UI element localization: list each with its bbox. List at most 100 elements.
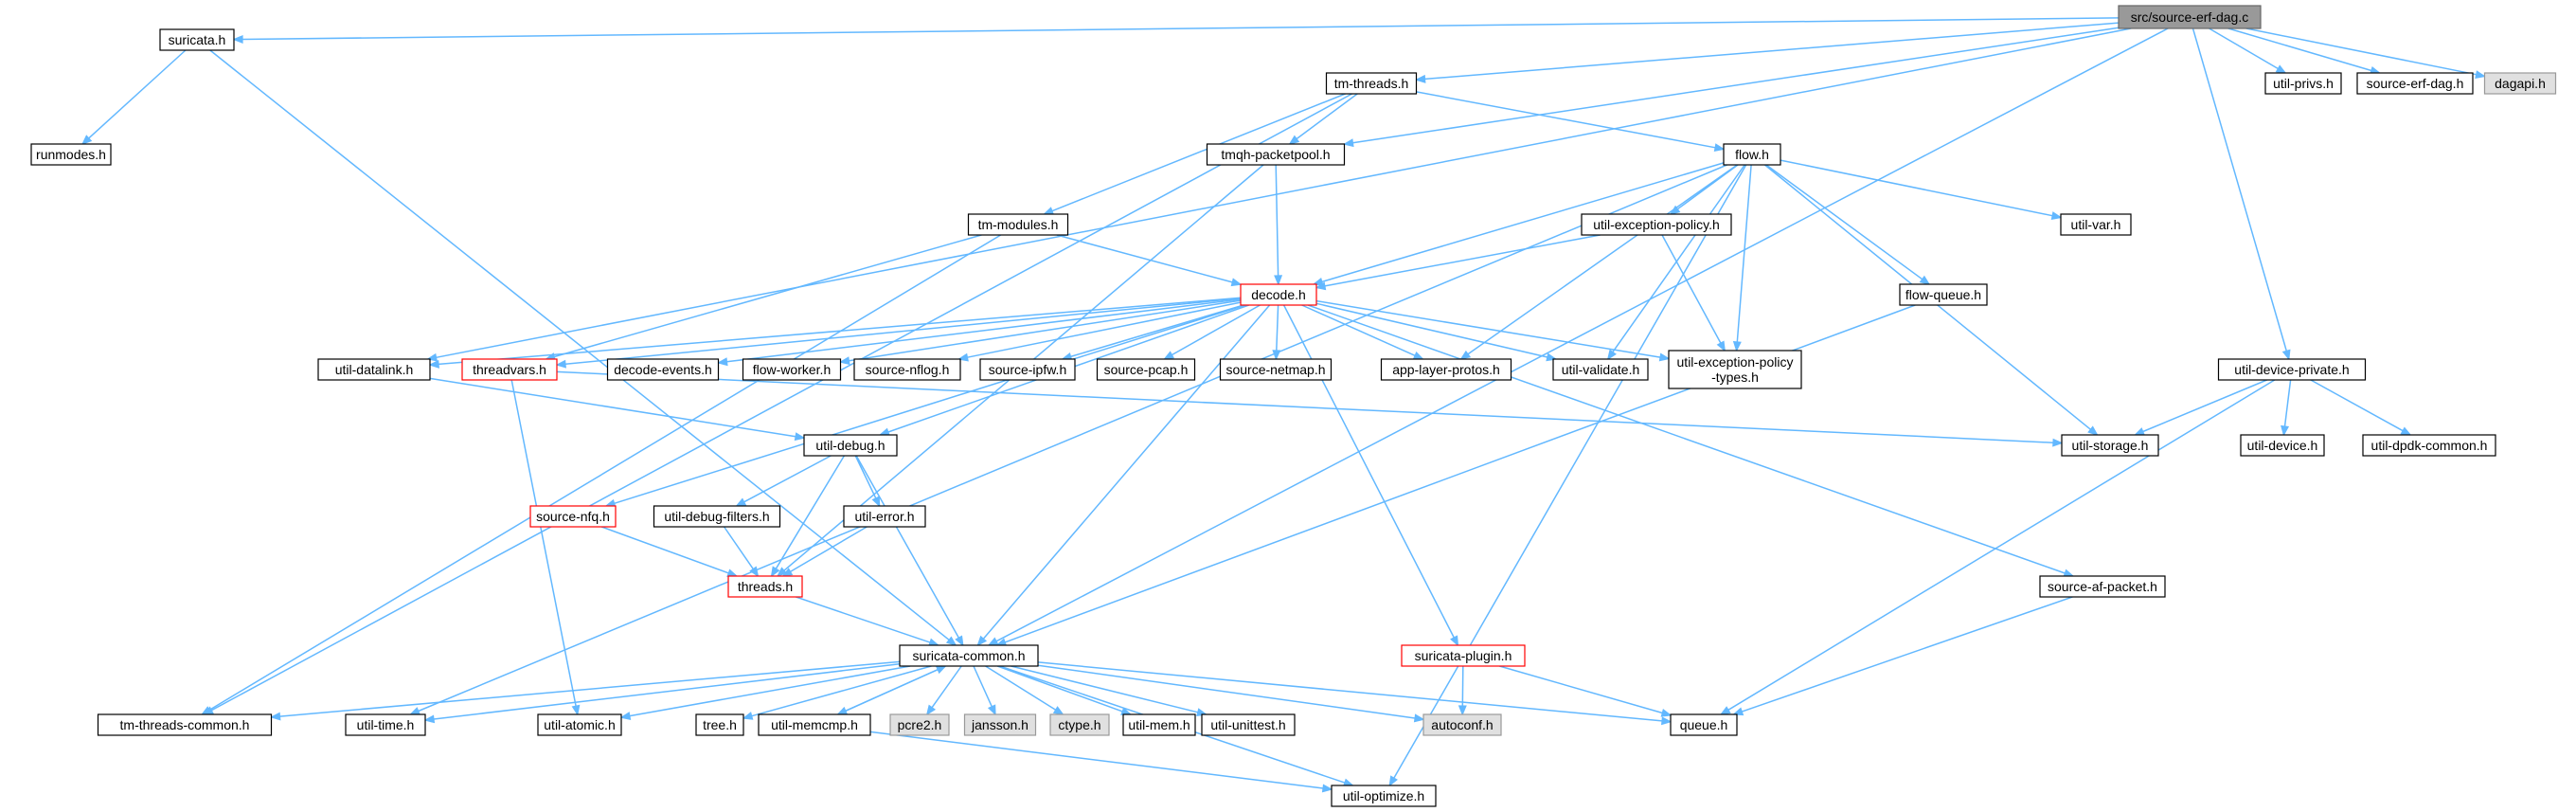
node-label: threads.h — [738, 579, 793, 594]
node-applayer[interactable]: app-layer-protos.h — [1380, 358, 1512, 381]
node-label: decode.h — [1251, 287, 1306, 302]
node-box — [159, 28, 235, 51]
edge-tmmodules-to-tmthreadscommon — [200, 234, 1002, 715]
node-jansson[interactable]: jansson.h — [963, 713, 1037, 736]
node-label: suricata.h — [169, 32, 226, 47]
node-root[interactable]: src/source-erf-dag.c — [2118, 5, 2262, 29]
node-flowworker[interactable]: flow-worker.h — [742, 358, 842, 381]
edge-line — [2191, 27, 2288, 352]
node-threads[interactable]: threads.h — [727, 575, 803, 598]
edge-arrowhead — [742, 712, 754, 720]
edge-decode-to-utilvalidate — [1315, 302, 1558, 362]
edge-line — [855, 455, 960, 639]
edge-line — [967, 301, 1242, 358]
node-utilunittest[interactable]: util-unittest.h — [1201, 713, 1296, 736]
edge-line — [629, 665, 911, 717]
node-runmodes[interactable]: runmodes.h — [30, 143, 112, 166]
node-tmmodules[interactable]: tm-modules.h — [967, 213, 1069, 236]
node-sourcenetmap[interactable]: source-netmap.h — [1219, 358, 1333, 381]
edge-suricata-to-runmodes — [80, 49, 187, 146]
node-flowqueue[interactable]: flow-queue.h — [1899, 283, 1988, 306]
node-sourcepcap[interactable]: source-pcap.h — [1096, 358, 1196, 381]
node-utilmemcmp[interactable]: util-memcmp.h — [758, 713, 871, 736]
node-label: util-var.h — [2071, 217, 2121, 232]
node-utilvalidate[interactable]: util-validate.h — [1552, 358, 1649, 381]
edge-decode-to-decodeevents — [716, 298, 1242, 367]
node-utilerror[interactable]: util-error.h — [843, 505, 926, 528]
node-box — [758, 713, 871, 736]
node-sourceerfdag[interactable]: source-erf-dag.h — [2356, 72, 2474, 95]
edge-arrowhead — [770, 566, 780, 578]
node-pcre2[interactable]: pcre2.h — [889, 713, 950, 736]
edge-line — [418, 164, 1727, 713]
edge-line — [723, 526, 754, 570]
edge-arrowhead — [423, 714, 436, 724]
node-label: tm-threads.h — [1334, 76, 1409, 91]
edge-arrowhead — [2063, 568, 2075, 578]
node-sourceafpacket[interactable]: source-af-packet.h — [2039, 575, 2166, 598]
node-decodeevents[interactable]: decode-events.h — [606, 358, 720, 381]
node-utilatomic[interactable]: util-atomic.h — [537, 713, 622, 736]
node-box — [2039, 575, 2166, 598]
node-box — [1668, 350, 1802, 389]
node-dagapi[interactable]: dagapi.h — [2483, 72, 2557, 95]
node-sourcenflog[interactable]: source-nflog.h — [853, 358, 961, 381]
node-utildevice[interactable]: util-device.h — [2240, 434, 2325, 457]
node-utilexc[interactable]: util-exception-policy.h — [1581, 213, 1732, 236]
node-utildebugfilters[interactable]: util-debug-filters.h — [653, 505, 781, 528]
node-box — [30, 143, 112, 166]
node-box — [1049, 713, 1110, 736]
edge-line — [997, 665, 1123, 713]
edge-line — [1070, 304, 1244, 358]
edge-line — [2283, 379, 2292, 427]
node-label: util-device-private.h — [2234, 362, 2349, 377]
node-label: jansson.h — [971, 717, 1029, 732]
edge-decode-to-utildatalink — [428, 297, 1242, 369]
edge-arrowhead — [1459, 350, 1472, 360]
edge-suricatacommon-to-tmthreadscommon — [269, 660, 901, 721]
edge-tmthreads-to-tmthreadscommon — [202, 93, 1352, 715]
edge-line — [775, 455, 846, 569]
node-flow[interactable]: flow.h — [1723, 143, 1781, 166]
node-threadvars[interactable]: threadvars.h — [461, 358, 558, 381]
node-tmthreadscommon[interactable]: tm-threads-common.h — [97, 713, 273, 736]
node-box — [529, 505, 617, 528]
edge-arrowhead — [2281, 424, 2290, 437]
edge-arrowhead — [1413, 713, 1425, 723]
edge-arrowhead — [2052, 438, 2064, 447]
edge-arrowhead — [976, 635, 988, 647]
node-utilprivs[interactable]: util-privs.h — [2264, 72, 2342, 95]
node-utilstorage[interactable]: util-storage.h — [2061, 434, 2159, 457]
node-autoconf[interactable]: autoconf.h — [1422, 713, 1502, 736]
node-sourcenfq[interactable]: source-nfq.h — [529, 505, 617, 528]
node-utiltime[interactable]: util-time.h — [345, 713, 426, 736]
edge-line — [210, 93, 1352, 712]
edge-arrowhead — [1321, 784, 1333, 793]
node-sourceipfw[interactable]: source-ipfw.h — [979, 358, 1076, 381]
node-label: util-atomic.h — [544, 717, 615, 732]
node-utildevpriv[interactable]: util-device-private.h — [2217, 358, 2367, 381]
edge-arrowhead — [2475, 70, 2487, 79]
node-utildebug[interactable]: util-debug.h — [803, 434, 898, 457]
node-suricatacommon[interactable]: suricata-common.h — [899, 644, 1039, 667]
node-utilmem[interactable]: util-mem.h — [1122, 713, 1196, 736]
node-label: source-netmap.h — [1225, 362, 1325, 377]
node-suricata[interactable]: suricata.h — [159, 28, 235, 51]
node-utilvar[interactable]: util-var.h — [2060, 213, 2132, 236]
edge-root-to-utildatalink — [426, 27, 2132, 362]
node-ctype[interactable]: ctype.h — [1049, 713, 1110, 736]
node-tmthreads[interactable]: tm-threads.h — [1325, 72, 1418, 95]
node-tree[interactable]: tree.h — [695, 713, 744, 736]
node-utildpdk[interactable]: util-dpdk-common.h — [2362, 434, 2496, 457]
node-suricataplugin[interactable]: suricata-plugin.h — [1401, 644, 1526, 667]
node-utildatalink[interactable]: util-datalink.h — [317, 358, 431, 381]
node-tmqh[interactable]: tmqh-packetpool.h — [1206, 143, 1346, 166]
node-label: util-datalink.h — [335, 362, 414, 377]
node-utilexctypes[interactable]: util-exception-policy-types.h — [1668, 350, 1802, 389]
node-decode[interactable]: decode.h — [1240, 283, 1317, 306]
edge-tmmodules-to-threadvars — [545, 234, 982, 361]
edge-arrowhead — [987, 637, 999, 646]
node-utiloptimize[interactable]: util-optimize.h — [1331, 785, 1437, 807]
node-queue[interactable]: queue.h — [1670, 713, 1738, 736]
edge-line — [2227, 27, 2372, 72]
